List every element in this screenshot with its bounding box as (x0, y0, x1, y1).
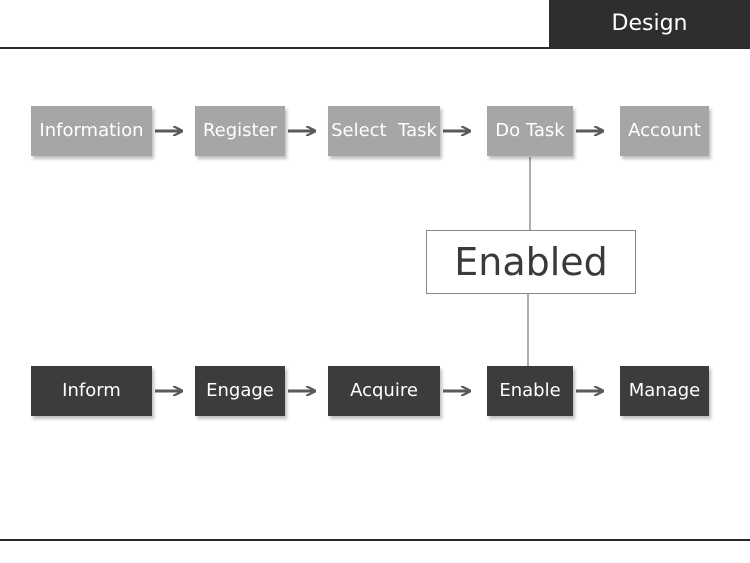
top-step-select-task: Select Task (328, 106, 440, 156)
bottom-step-inform: Inform (31, 366, 152, 416)
top-step-information: Information (31, 106, 152, 156)
top-step-account: Account (620, 106, 709, 156)
section-title-tab: Design (549, 0, 750, 48)
top-step-register: Register (195, 106, 285, 156)
bottom-step-enable: Enable (487, 366, 573, 416)
bottom-step-engage: Engage (195, 366, 285, 416)
footer-divider (0, 539, 750, 541)
bottom-step-manage: Manage (620, 366, 709, 416)
header-divider (0, 47, 750, 49)
top-step-do-task: Do Task (487, 106, 573, 156)
bottom-step-acquire: Acquire (328, 366, 440, 416)
enabled-label-box: Enabled (426, 230, 636, 294)
